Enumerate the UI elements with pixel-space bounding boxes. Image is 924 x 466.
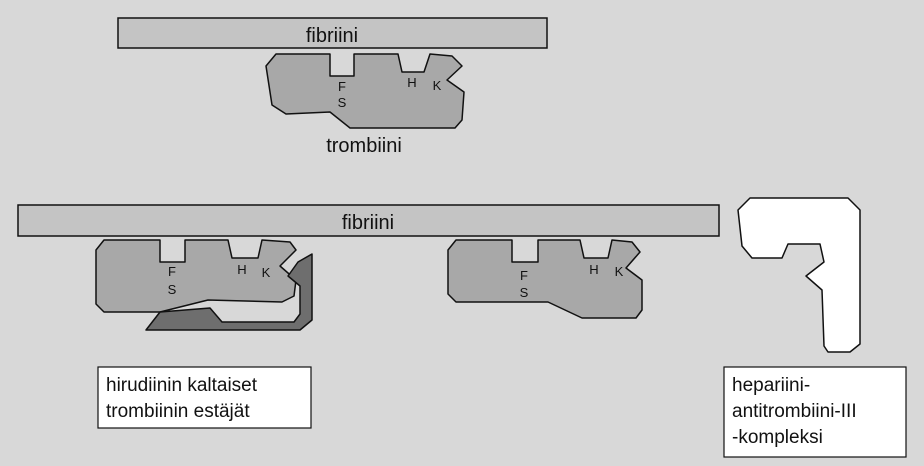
top-fibrin-label: fibriini — [306, 25, 358, 47]
hirudin-caption-box: hirudiinin kaltaiset trombiinin estäjät — [97, 366, 312, 429]
top-site-h: H — [407, 75, 416, 90]
left-site-f: F — [168, 264, 176, 279]
top-site-k: K — [433, 78, 442, 93]
middle-site-k: K — [615, 264, 624, 279]
middle-thrombin-group: F S H K — [447, 239, 643, 319]
bottom-fibrin-label: fibriini — [342, 212, 394, 234]
bottom-fibrin-bar — [17, 204, 720, 237]
hirudin-caption-line2: trombiinin estäjät — [106, 401, 250, 422]
heparin-caption-frame — [723, 366, 907, 458]
heparin-caption-box: hepariini- antitrombiini-III -kompleksi — [723, 366, 907, 458]
middle-site-h: H — [589, 262, 598, 277]
top-site-s: S — [338, 95, 347, 110]
bottom-panel: fibriini F S H K F S H K — [17, 197, 861, 353]
heparin-caption-line3: -kompleksi — [732, 427, 823, 448]
left-site-k: K — [262, 265, 271, 280]
middle-thrombin-shape — [447, 239, 643, 319]
middle-site-s: S — [520, 285, 529, 300]
top-thrombin-shape — [265, 53, 465, 129]
top-thrombin-label: trombiini — [326, 135, 402, 157]
hirudin-caption-frame — [97, 366, 312, 429]
heparin-caption-line1: hepariini- — [732, 375, 810, 396]
left-site-s: S — [168, 282, 177, 297]
left-site-h: H — [237, 262, 246, 277]
middle-site-f: F — [520, 268, 528, 283]
heparin-caption-line2: antitrombiini-III — [732, 401, 857, 422]
left-thrombin-shape — [95, 239, 297, 313]
hirudin-inhibitor-shape — [145, 253, 313, 331]
top-fibrin-bar — [117, 17, 548, 49]
left-thrombin-group: F S H K — [95, 239, 313, 331]
top-panel: fibriini F S H K trombiini — [117, 17, 548, 157]
hirudin-caption-line1: hirudiinin kaltaiset — [106, 375, 258, 396]
heparin-complex-shape — [737, 197, 861, 353]
top-site-f: F — [338, 79, 346, 94]
